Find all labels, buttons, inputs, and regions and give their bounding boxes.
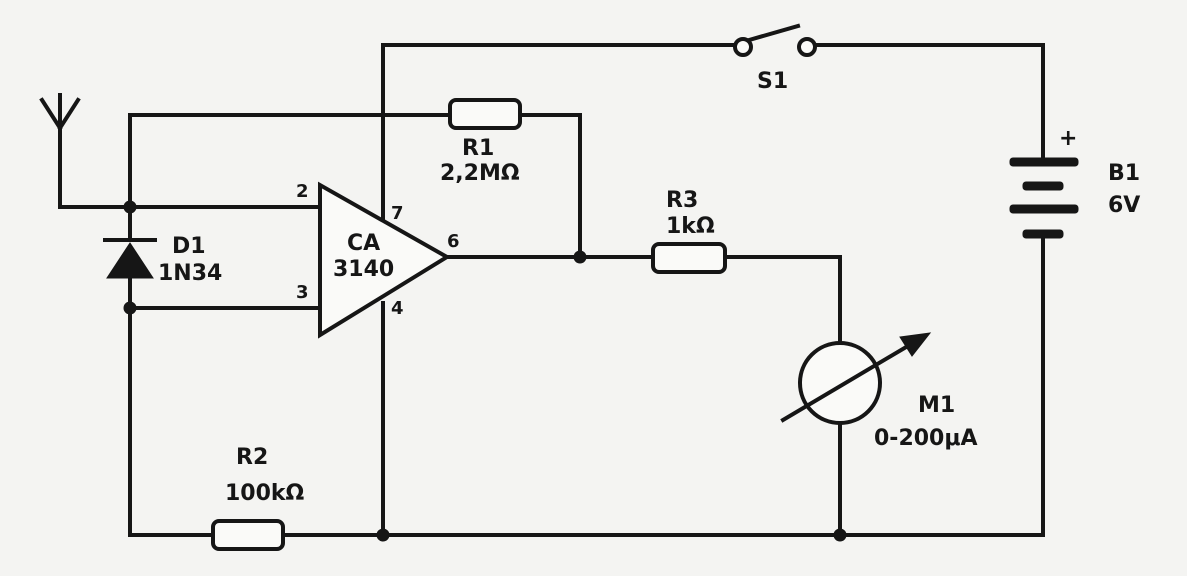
junction-dot — [573, 250, 587, 264]
pin-4-label: 4 — [391, 298, 404, 319]
m1-range: 0-200μA — [874, 426, 978, 451]
b1-value: 6V — [1108, 193, 1140, 218]
wires — [58, 43, 1045, 537]
m1-name: M1 — [918, 393, 955, 418]
op-amp-name: CA — [347, 231, 380, 256]
r3-value: 1kΩ — [666, 214, 715, 239]
battery-b1: + B1 6V — [1009, 126, 1140, 239]
resistor-r1: R1 2,2MΩ — [440, 98, 522, 186]
resistor-r2: R2 100kΩ — [211, 445, 305, 551]
pin-6-label: 6 — [447, 231, 460, 252]
junctions — [123, 200, 847, 542]
resistor-r3: R3 1kΩ — [651, 188, 727, 274]
junction-dot — [833, 528, 847, 542]
op-amp: CA 3140 2 3 7 4 6 — [296, 181, 460, 339]
r1-value: 2,2MΩ — [440, 161, 520, 186]
b1-name: B1 — [1108, 161, 1140, 186]
r1-name: R1 — [462, 136, 494, 161]
pin-2-label: 2 — [296, 181, 309, 202]
r2-name: R2 — [236, 445, 268, 470]
switch-s1: S1 — [733, 23, 817, 94]
d1-part: 1N34 — [158, 261, 222, 286]
diode-d1: D1 1N34 — [103, 234, 222, 286]
b1-polarity: + — [1059, 126, 1077, 151]
r3-name: R3 — [666, 188, 698, 213]
antenna-icon — [39, 93, 81, 131]
r2-value: 100kΩ — [225, 481, 305, 506]
pin-3-label: 3 — [296, 282, 309, 303]
op-amp-part: 3140 — [333, 257, 394, 282]
junction-dot — [376, 528, 390, 542]
d1-name: D1 — [172, 234, 206, 259]
s1-name: S1 — [757, 69, 788, 94]
junction-dot — [123, 301, 137, 315]
meter-m1: M1 0-200μA — [780, 332, 978, 451]
junction-dot — [123, 200, 137, 214]
pin-7-label: 7 — [391, 203, 404, 224]
